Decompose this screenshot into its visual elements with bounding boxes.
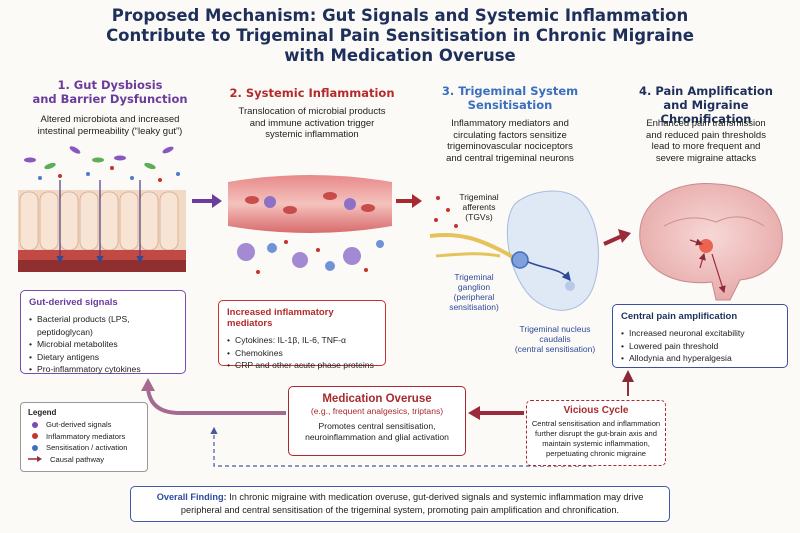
trigeminal-ganglion-label: Trigeminal ganglion (peripheral sensitis… (449, 272, 499, 312)
medication-overuse-box: Medication Overuse (e.g., frequent analg… (288, 386, 466, 456)
list-item: Cytokines: IL-1β, IL-6, TNF-α (227, 334, 377, 347)
list-item: Allodynia and hyperalgesia (621, 352, 779, 365)
list-item: Microbial metabolites (29, 338, 177, 351)
stage-2-description: Translocation of microbial products and … (238, 106, 386, 140)
list-item: Lowered pain threshold (621, 340, 779, 353)
stage-4-heading: 4. Pain Amplification and Migraine Chron… (638, 84, 773, 126)
vicious-cycle-title: Vicious Cycle (563, 405, 629, 416)
gut-villi-illustration (18, 146, 186, 272)
blue-dot-icon (32, 444, 38, 451)
stage-4-description: Enhanced pain transmission and reduced p… (646, 118, 766, 164)
central-pain-box: Central pain amplification Increased neu… (612, 304, 788, 368)
stage-1-heading: 1. Gut Dysbiosis and Barrier Dysfunction (32, 78, 188, 106)
legend-item: Inflammatory mediators (28, 431, 140, 443)
trigeminal-afferents-label: Trigeminal afferents (TGVs) (459, 192, 499, 222)
legend-title: Legend (28, 408, 57, 417)
inflammatory-mediators-title: Increased inflammatory mediators (227, 307, 334, 329)
list-item: Bacterial products (LPS, peptidoglycan) (29, 313, 177, 338)
legend: Legend Gut-derived signals Inflammatory … (20, 402, 148, 472)
list-item: Pro-inflammatory cytokines (29, 363, 177, 376)
arrow-icon (28, 456, 42, 463)
purple-dot-icon (32, 421, 38, 428)
medication-overuse-subtitle: (e.g., frequent analgesics, triptans) (310, 406, 444, 416)
gut-signals-box: Gut-derived signals Bacterial products (… (20, 290, 186, 376)
title-line-1: Proposed Mechanism: Gut Signals and Syst… (111, 6, 689, 25)
central-pain-title: Central pain amplification (621, 311, 738, 322)
title-line-3: with Medication Overuse (284, 46, 516, 65)
legend-item: Sensitisation / activation (28, 442, 140, 454)
trigeminal-illustration (429, 190, 599, 311)
overall-finding-label: Overall Finding: (156, 492, 227, 502)
vicious-cycle-box: Vicious Cycle Central sensitisation and … (526, 400, 666, 466)
legend-item: Gut-derived signals (28, 419, 140, 431)
inflammatory-mediators-box: Increased inflammatory mediators Cytokin… (218, 300, 386, 371)
trigeminal-nucleus-label: Trigeminal nucleus caudalis (central sen… (514, 324, 596, 354)
stage-3-description: Inflammatory mediators and circulating f… (446, 118, 574, 164)
stage-2-heading: 2. Systemic Inflammation (229, 86, 395, 100)
blood-vessel-illustration (228, 175, 392, 274)
medication-overuse-title: Medication Overuse (322, 393, 432, 405)
overall-finding-box: Overall Finding: In chronic migraine wit… (130, 486, 670, 522)
title-line-2: Contribute to Trigeminal Pain Sensitisat… (106, 26, 694, 45)
gut-signals-title: Gut-derived signals (29, 297, 118, 308)
stage-3-heading: 3. Trigeminal System Sensitisation (441, 84, 579, 112)
legend-item: Causal pathway (28, 454, 140, 466)
page-title: Proposed Mechanism: Gut Signals and Syst… (0, 6, 800, 66)
overall-finding-text: In chronic migraine with medication over… (180, 492, 644, 515)
list-item: Increased neuronal excitability (621, 327, 779, 340)
red-dot-icon (32, 433, 38, 440)
list-item: Dietary antigens (29, 351, 177, 364)
list-item: Chemokines (227, 347, 377, 360)
stage-1-description: Altered microbiota and increased intesti… (37, 114, 183, 137)
list-item: CRP and other acute phase proteins (227, 359, 377, 372)
brain-illustration (639, 182, 783, 301)
